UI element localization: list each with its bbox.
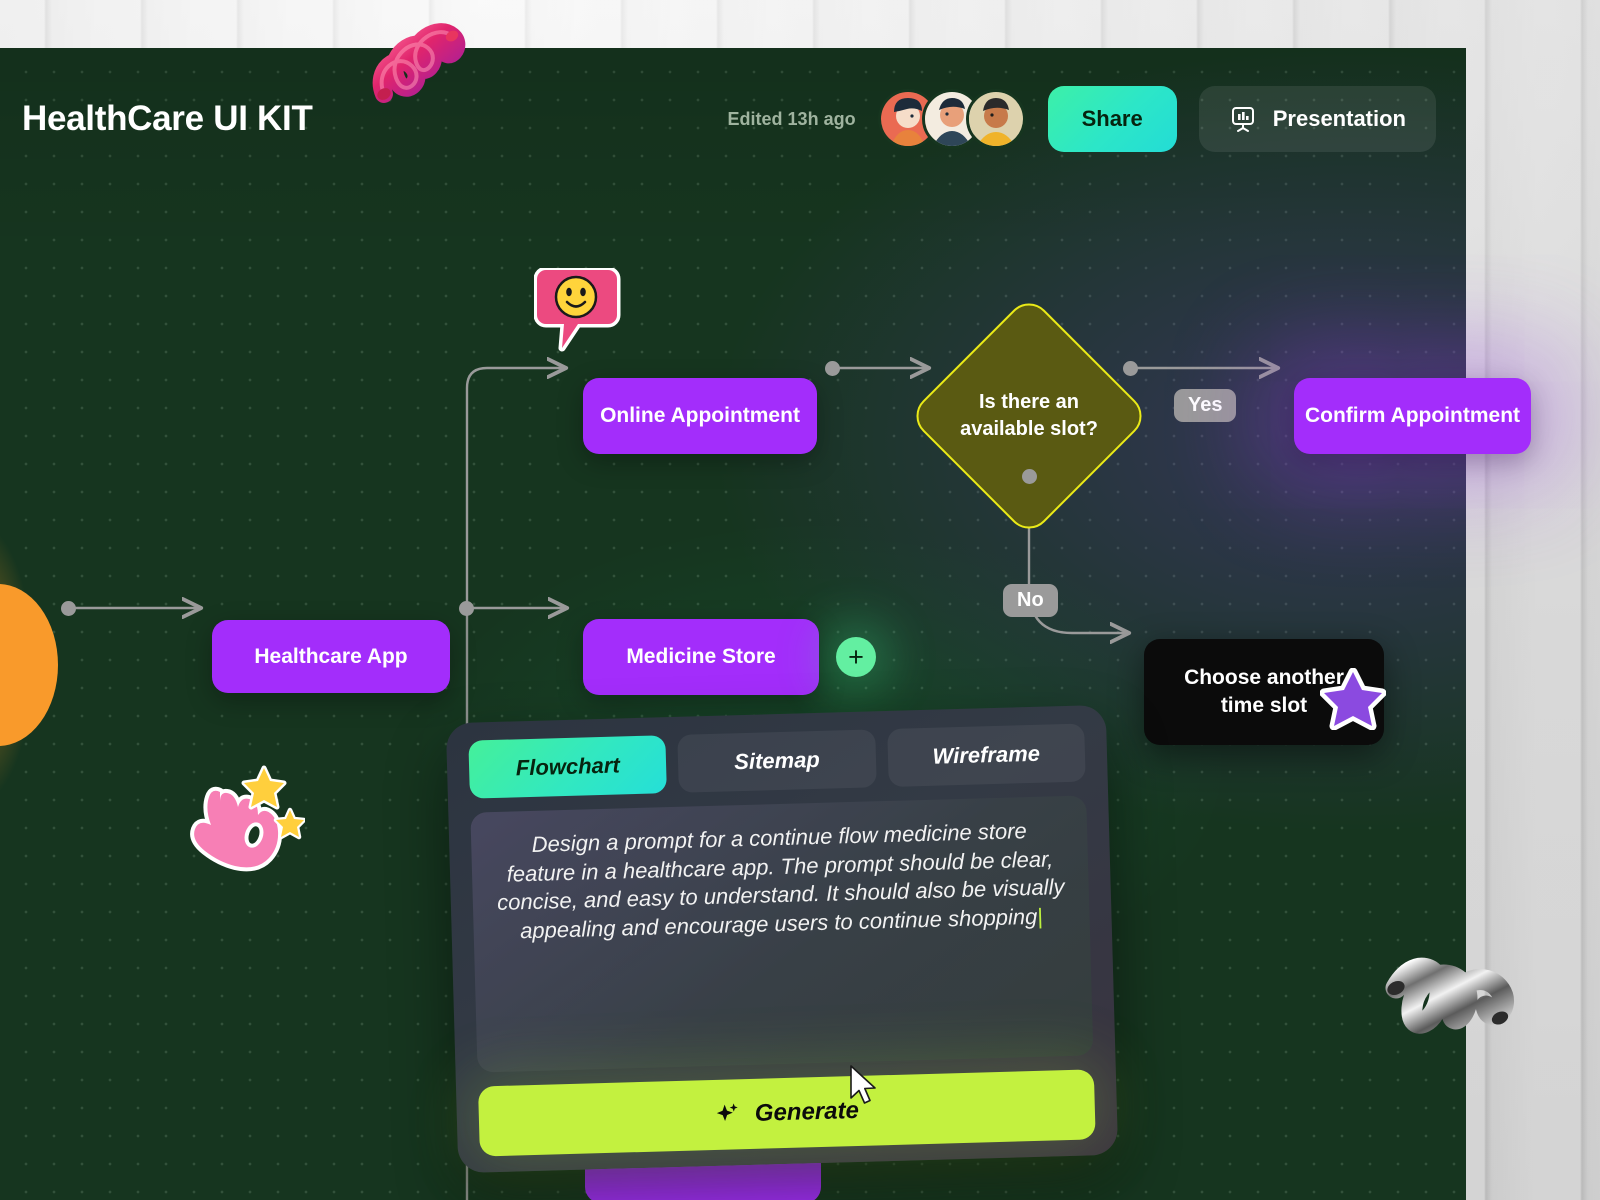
purple-star-sticker [1320, 668, 1386, 730]
add-node-button[interactable]: + [836, 637, 876, 677]
last-edited-text: Edited 13h ago [727, 108, 856, 129]
tab-sitemap[interactable]: Sitemap [677, 729, 877, 793]
node-online-appointment-label: Online Appointment [600, 404, 800, 427]
text-caret: | [1036, 903, 1044, 929]
chrome-spiral-sticker [1385, 957, 1514, 1034]
decision-label-line2: available slot? [960, 418, 1098, 440]
ai-generator-panel[interactable]: Flowchart Sitemap Wireframe Design a pro… [445, 704, 1119, 1174]
collaborator-avatars[interactable] [877, 89, 1026, 149]
page-title: HealthCare UI KIT [22, 99, 313, 138]
edge-label-no[interactable]: No [1003, 584, 1058, 617]
generate-label: Generate [754, 1096, 860, 1127]
presentation-icon [1231, 107, 1254, 132]
header-controls: Edited 13h ago [728, 86, 1436, 152]
decision-label-wrap: Is there an available slot? [943, 330, 1115, 502]
node-choose-label-line2: time slot [1220, 694, 1308, 717]
sparkle-icon [716, 1103, 738, 1122]
presentation-button[interactable]: Presentation [1198, 86, 1436, 152]
node-medicine-store-label: Medicine Store [626, 645, 776, 668]
node-decision-available-slot[interactable]: Is there an available slot? [907, 294, 1151, 538]
ai-panel-tabs: Flowchart Sitemap Wireframe [468, 723, 1086, 799]
port-healthcare-in[interactable] [61, 601, 76, 616]
tab-flowchart[interactable]: Flowchart [468, 735, 668, 799]
pink-spiral-sticker [372, 23, 466, 103]
port-decision-yes[interactable] [1123, 361, 1138, 376]
generate-button[interactable]: Generate [478, 1069, 1096, 1157]
tab-wireframe[interactable]: Wireframe [886, 723, 1086, 787]
app-header: HealthCare UI KIT Edited 13h ago [0, 48, 1466, 190]
flow-canvas[interactable]: Healthcare App Online Appointment Medici… [0, 48, 1466, 1200]
smiley-speech-bubble-sticker [534, 268, 621, 352]
share-button[interactable]: Share [1047, 86, 1177, 152]
node-confirm-appointment[interactable]: Confirm Appointment [1294, 378, 1531, 454]
node-medicine-store[interactable]: Medicine Store [583, 619, 819, 695]
port-online-out[interactable] [825, 361, 840, 376]
node-online-appointment[interactable]: Online Appointment [583, 378, 817, 454]
prompt-input-area[interactable]: Design a prompt for a continue flow medi… [470, 795, 1094, 1073]
prompt-text: Design a prompt for a continue flow medi… [496, 818, 1065, 944]
presentation-label: Presentation [1272, 106, 1406, 131]
node-healthcare-app-label: Healthcare App [254, 644, 408, 668]
node-choose-label-line1: Choose another [1184, 665, 1344, 689]
node-choose-label-wrap: Choose another time slot [1184, 664, 1344, 721]
port-decision-no[interactable] [1022, 469, 1037, 484]
node-confirm-appointment-label: Confirm Appointment [1304, 404, 1521, 427]
prompt-text-wrap: Design a prompt for a continue flow medi… [495, 816, 1066, 946]
avatar[interactable] [965, 89, 1026, 149]
edge-label-yes[interactable]: Yes [1174, 389, 1237, 422]
mouse-cursor [850, 1065, 876, 1104]
node-healthcare-app[interactable]: Healthcare App [212, 620, 450, 693]
ok-hand-sticker [190, 765, 305, 872]
port-trunk-junction[interactable] [459, 601, 474, 616]
decision-label-line1: Is there an [978, 391, 1080, 413]
